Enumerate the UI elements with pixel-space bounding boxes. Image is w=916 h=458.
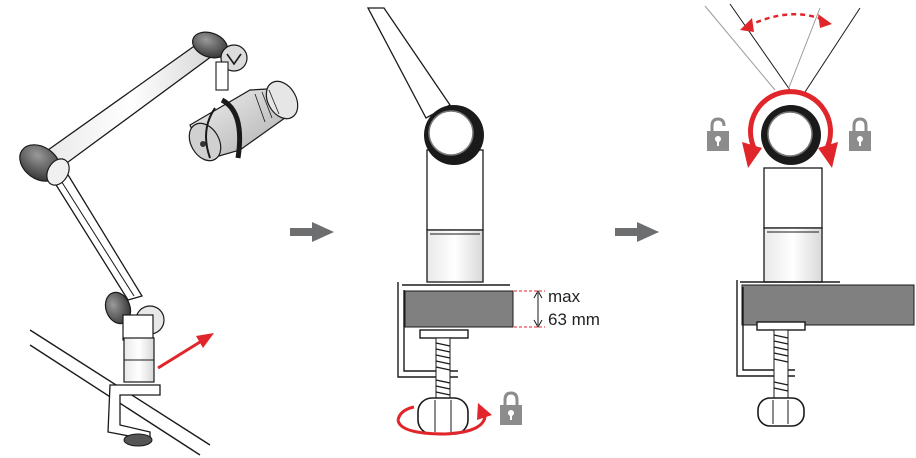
joint <box>424 105 484 165</box>
clamp-screw <box>417 337 469 435</box>
tighten-rotate-icon <box>396 403 492 436</box>
top-joint <box>191 31 248 91</box>
step-arrow-1-icon <box>290 222 334 242</box>
clamp-size-label: 63 mm <box>548 310 600 329</box>
clamp-dimension: max 63 mm <box>514 287 600 329</box>
base-joint <box>104 291 165 341</box>
panel-attach <box>19 31 299 456</box>
clamp-max-label: max <box>548 287 581 306</box>
post <box>763 167 823 283</box>
desk-slab <box>741 284 915 326</box>
left-lock-icon <box>707 117 729 151</box>
lock-icon <box>500 391 522 425</box>
arm-positions <box>704 3 861 93</box>
right-lock-icon <box>849 117 871 151</box>
mount-arrow-icon <box>157 333 214 370</box>
step-arrow-2-icon <box>615 222 659 242</box>
rotate-icon <box>742 89 838 168</box>
desk-slab <box>404 290 514 328</box>
pivot-joint <box>761 105 821 165</box>
panel-tighten: max 63 mm <box>366 7 600 436</box>
clamp-screw <box>757 329 805 427</box>
upper-arm <box>47 41 213 169</box>
microphone <box>188 80 299 162</box>
panel-adjust <box>704 3 915 427</box>
clamp-post <box>107 337 161 447</box>
swing-arrow-icon <box>740 13 832 32</box>
post <box>426 149 484 283</box>
elbow-joint <box>19 144 70 186</box>
lower-arm <box>47 164 143 301</box>
arm-segment <box>366 7 451 119</box>
